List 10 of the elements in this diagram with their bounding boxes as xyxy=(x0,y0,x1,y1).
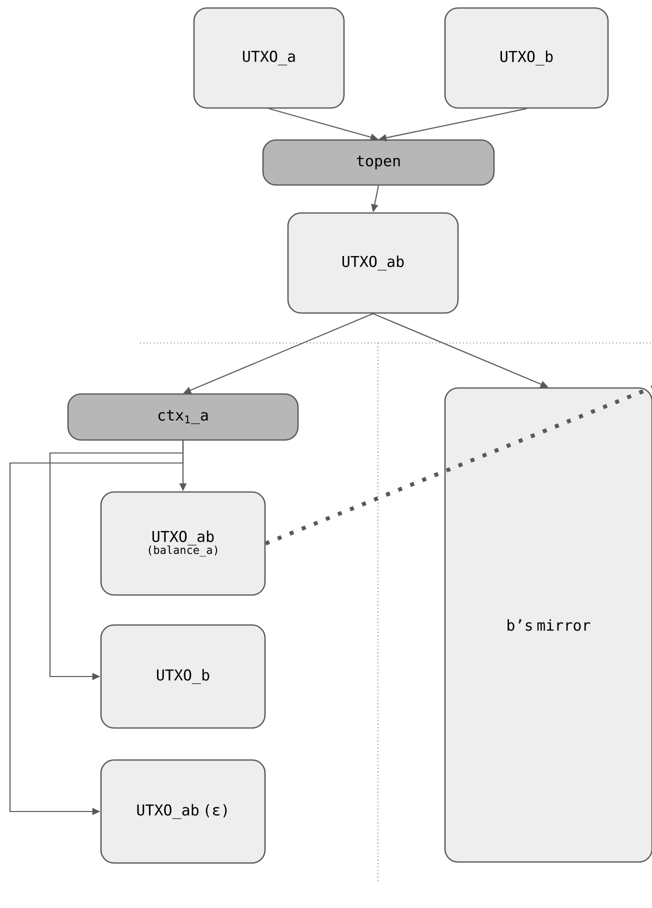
rounded-box: UTXO_ab xyxy=(287,212,459,314)
process-bar: ctx$_{1}$_a xyxy=(67,393,299,441)
rounded-box: UTXO_a xyxy=(193,7,345,109)
rounded-box: b’s mirror xyxy=(444,387,652,863)
dotted-line xyxy=(264,386,652,546)
rounded-box: UTXO_b xyxy=(100,624,266,729)
rounded-box: UTXO_b xyxy=(444,7,609,109)
process-bar: topen xyxy=(262,139,495,186)
rounded-box: UTXO_ab (balance_a) xyxy=(100,491,266,596)
rounded-box: UTXO_ab (ε) xyxy=(100,759,266,864)
